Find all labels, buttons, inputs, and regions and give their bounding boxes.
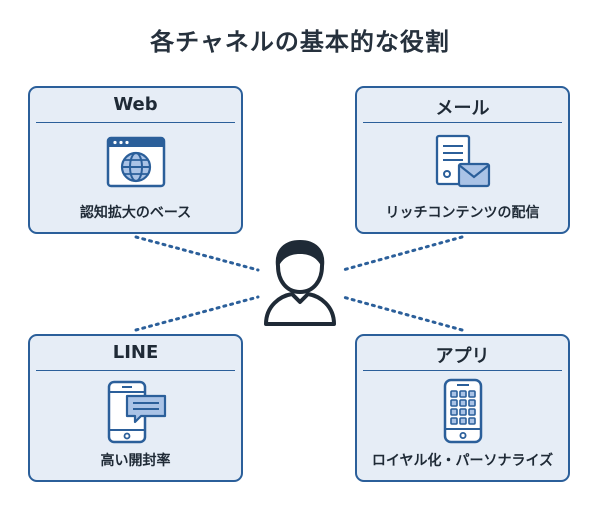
phone-app-grid-icon xyxy=(443,378,482,444)
card-divider xyxy=(363,370,562,371)
card-title-app: アプリ xyxy=(435,346,490,367)
connector-app xyxy=(341,295,464,332)
user-icon xyxy=(264,239,336,326)
phone-chat-icon xyxy=(107,380,166,444)
card-title-line: LINE xyxy=(112,342,159,363)
card-caption-web: 認知拡大のベース xyxy=(79,205,192,221)
connector-mail xyxy=(341,235,464,272)
card-title-web: Web xyxy=(113,94,158,115)
card-line: LINE 高い開封率 xyxy=(28,334,243,482)
card-mail: メール リッチコンテンツの配信 xyxy=(355,86,570,234)
diagram-title: 各チャネルの基本的な役割 xyxy=(150,28,450,56)
card-divider xyxy=(36,370,235,371)
document-mail-icon xyxy=(435,134,490,188)
connector-line xyxy=(134,295,260,332)
card-caption-line: 高い開封率 xyxy=(100,453,171,469)
card-app: アプリ ロイヤル化・パーソナライズ xyxy=(355,334,570,482)
card-divider xyxy=(363,122,562,123)
card-web: Web 認知拡大のベース xyxy=(28,86,243,234)
card-title-mail: メール xyxy=(435,98,490,119)
card-caption-mail: リッチコンテンツの配信 xyxy=(385,205,540,221)
browser-globe-icon xyxy=(106,136,165,188)
card-caption-app: ロイヤル化・パーソナライズ xyxy=(371,453,554,469)
connector-web xyxy=(134,235,260,272)
card-divider xyxy=(36,122,235,123)
